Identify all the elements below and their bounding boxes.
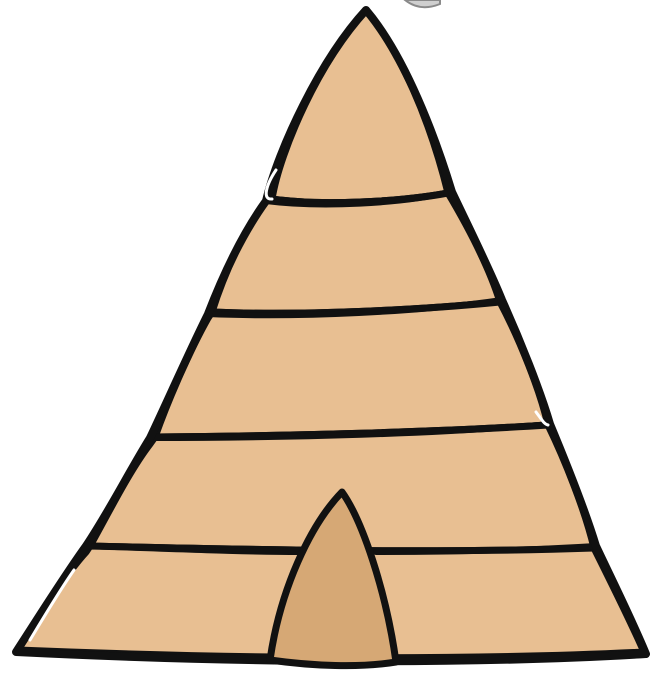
- hive-tier-3: [155, 302, 548, 437]
- top-edge-shape: [405, 0, 440, 7]
